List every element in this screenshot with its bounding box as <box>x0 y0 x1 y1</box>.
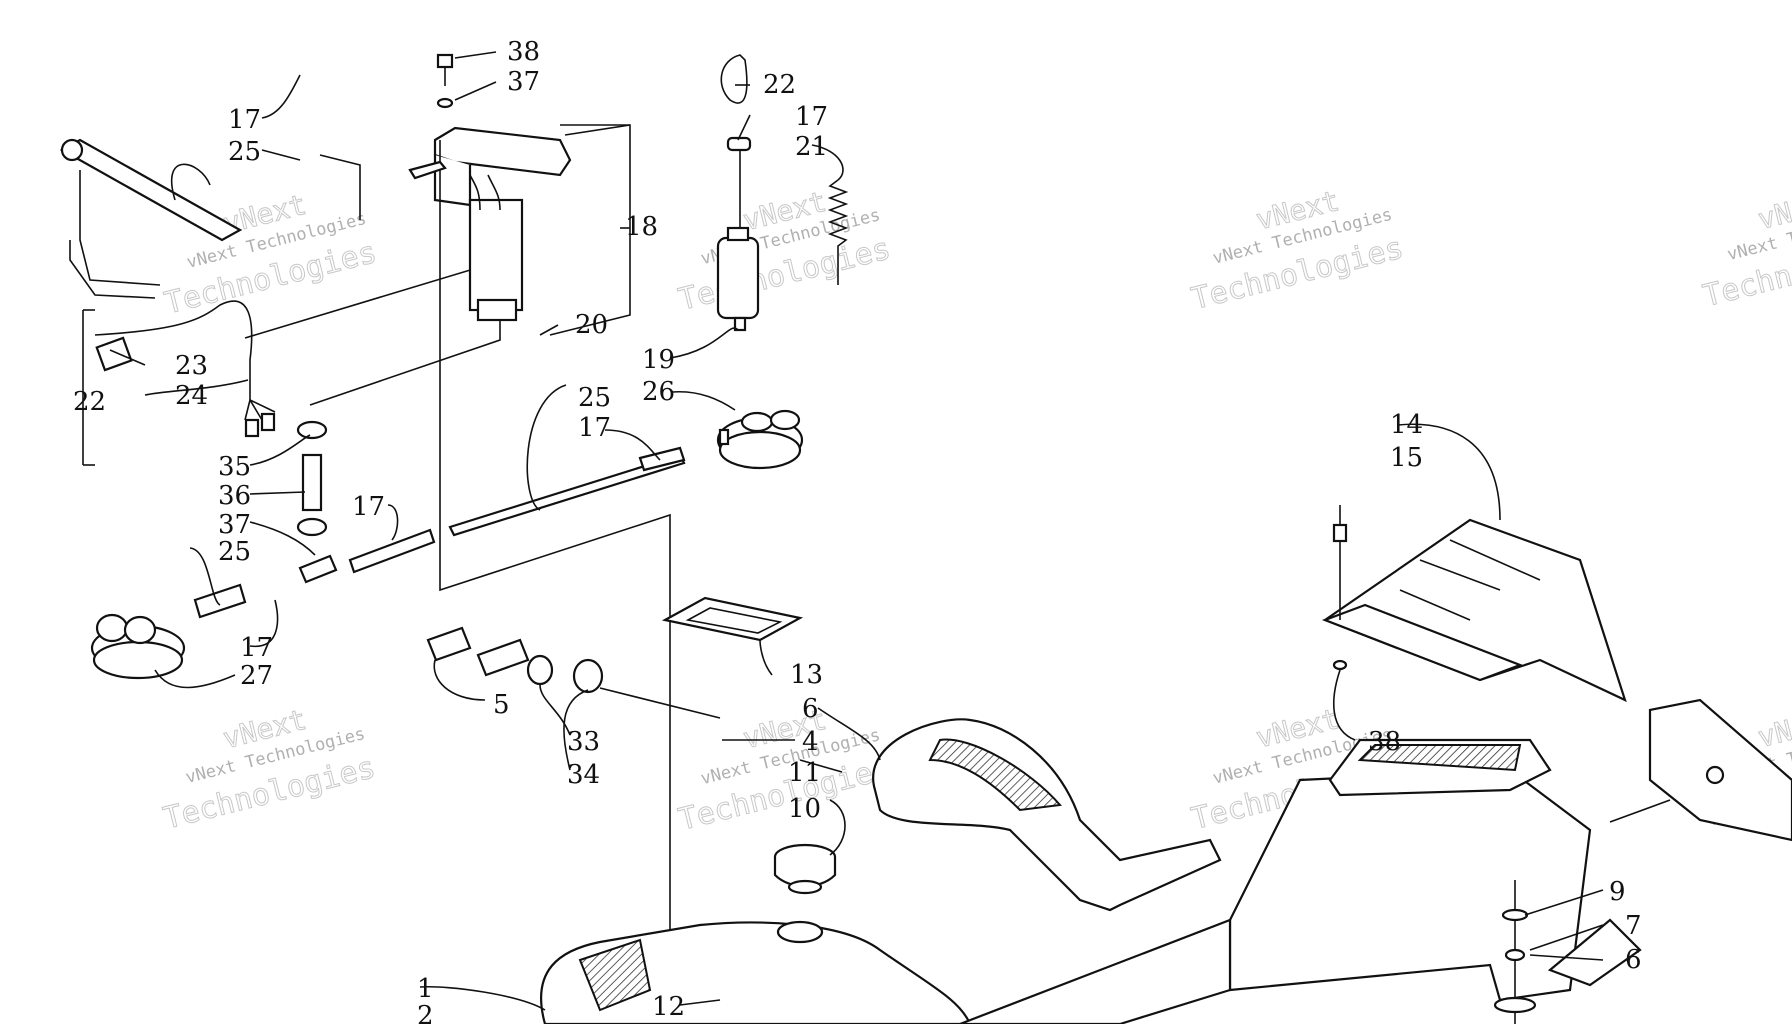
callout-38: 38 <box>1368 727 1401 757</box>
svg-text:vNext: vNext <box>1755 184 1792 236</box>
screw-drawing <box>436 53 454 109</box>
callout-6: 6 <box>802 694 819 724</box>
callout-14: 13 <box>790 660 823 690</box>
callout-1: 1 <box>417 974 434 1004</box>
callout-2: 2 <box>417 1001 434 1024</box>
regulator-27-drawing <box>90 613 186 680</box>
fuel-rail-drawing <box>59 138 243 299</box>
callout-36: 36 <box>218 481 251 511</box>
callout-16: 15 <box>1390 443 1423 473</box>
gasket-drawing <box>661 596 804 642</box>
callout-5: 5 <box>493 690 510 720</box>
callout-21: 21 <box>795 132 828 162</box>
callout-33: 33 <box>567 727 600 757</box>
bracket-drawing <box>1609 698 1792 842</box>
callout-32: 38 <box>507 37 540 67</box>
callout-28: 26 <box>642 377 675 407</box>
wiring-harness-drawing <box>82 257 511 466</box>
callout-26b: 25 <box>578 383 611 413</box>
watermark-4: vNext Technologies Technologies vNext <box>1699 183 1792 314</box>
callout-labels: 38 37 17 25 18 20 22 17 21 19 26 25 17 2… <box>73 37 1642 1024</box>
storage-box-drawing <box>1321 505 1627 703</box>
watermark-5: vNext Technologies Technologies vNext <box>160 702 380 837</box>
fuel-cap-drawing <box>773 843 837 895</box>
seat-cushion-drawing <box>872 718 1222 912</box>
fuel-line-upper-drawing <box>448 446 686 537</box>
callout-15: 14 <box>1390 410 1423 440</box>
pump-drawing <box>716 54 849 332</box>
callout-18: 18 <box>625 212 658 242</box>
callout-17e: 17 <box>240 633 273 663</box>
callout-37: 37 <box>218 510 251 540</box>
callout-23: 22 <box>73 387 106 417</box>
callout-35: 35 <box>218 452 251 482</box>
callout-27: 27 <box>240 661 273 691</box>
svg-text:vNext: vNext <box>1755 702 1792 754</box>
watermark-2: vNext Technologies Technologies vNext <box>675 184 895 318</box>
fittings-drawing <box>193 420 436 619</box>
callout-26c: 25 <box>218 537 251 567</box>
callout-19: 19 <box>642 345 675 375</box>
callout-10: 9 <box>1609 877 1626 907</box>
fuel-tank-drawing <box>539 738 1592 1024</box>
regulator-28-drawing <box>716 409 804 470</box>
callout-11: 12 <box>652 992 685 1022</box>
callout-12: 10 <box>788 794 821 824</box>
hoses-drawing <box>426 626 721 719</box>
callout-17a: 17 <box>228 105 261 135</box>
callout-29: 37 <box>507 67 540 97</box>
callout-34: 34 <box>567 760 600 790</box>
callout-25: 24 <box>175 381 208 411</box>
callout-17b: 17 <box>795 102 828 132</box>
callout-17d: 17 <box>352 492 385 522</box>
fuel-pump-module-drawing <box>309 124 671 1000</box>
callout-20: 20 <box>575 310 608 340</box>
callout-26a: 25 <box>228 137 261 167</box>
callout-24: 23 <box>175 351 208 381</box>
leader-lines <box>109 51 1604 1011</box>
callout-4: 4 <box>802 727 819 757</box>
callout-22: 22 <box>763 70 796 100</box>
watermark-3: vNext Technologies Technologies vNext <box>1188 184 1408 318</box>
callout-17c: 17 <box>578 413 611 443</box>
callout-7: 6 <box>1625 945 1642 975</box>
callout-13: 11 <box>788 758 821 788</box>
watermark-6: vNext Technologies Technologies vNext <box>675 702 895 838</box>
callout-9: 7 <box>1625 911 1642 941</box>
